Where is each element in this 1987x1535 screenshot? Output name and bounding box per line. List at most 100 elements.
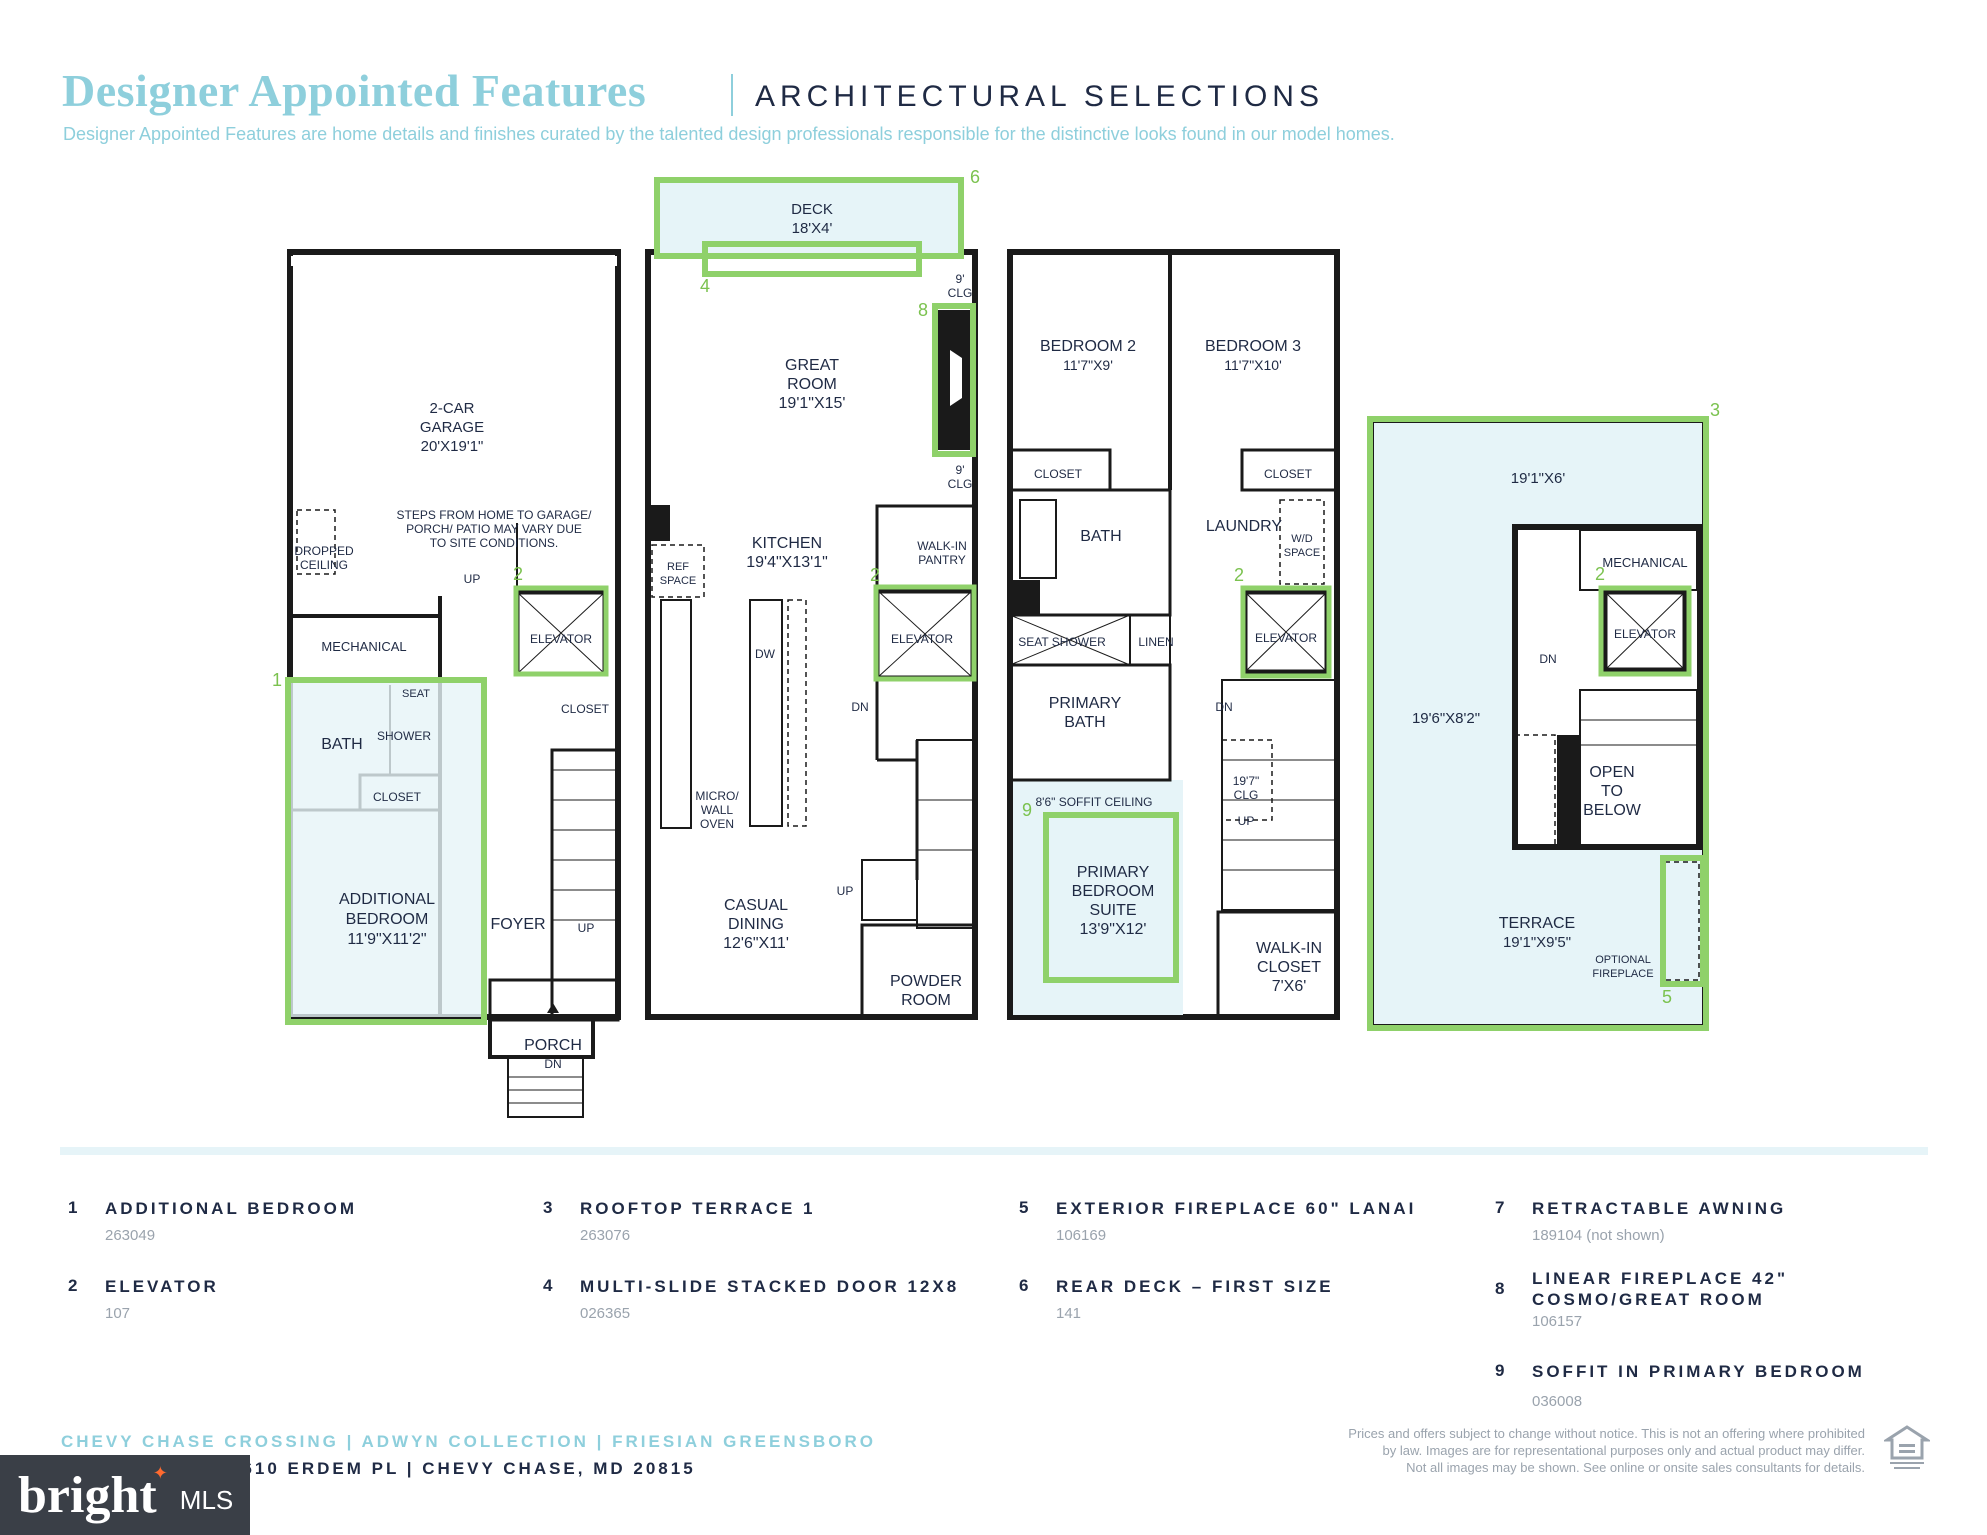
clg-l3-1: 19'7" — [1233, 774, 1260, 788]
legend-title: REAR DECK – FIRST SIZE — [1056, 1277, 1334, 1296]
soffit-label: 8'6" SOFFIT CEILING — [1035, 795, 1152, 809]
legend-title: ROOFTOP TERRACE 1 — [580, 1199, 816, 1218]
powder-2: ROOM — [901, 992, 951, 1009]
bedroom-dim: 11'9"X11'2" — [347, 931, 426, 948]
bedroom-label-2: BEDROOM — [346, 911, 429, 928]
closet-b-label: CLOSET — [1264, 467, 1313, 481]
elevator-l3-label: ELEVATOR — [1255, 631, 1317, 645]
clg-l3-2: CLG — [1234, 788, 1259, 802]
dropped-ceiling-1: DROPPED — [294, 544, 354, 558]
primary-bath-2: BATH — [1064, 714, 1105, 731]
disclaimer-line-2: by law. Images are for representational … — [1382, 1443, 1865, 1458]
garage-note-1: STEPS FROM HOME TO GARAGE/ — [397, 508, 593, 522]
porch-label: PORCH — [524, 1037, 582, 1054]
wd-2: SPACE — [1284, 547, 1320, 559]
laundry-label: LAUNDRY — [1206, 518, 1283, 535]
terrace-dim: 19'1"X9'5" — [1503, 934, 1571, 951]
legend-num: 4 — [543, 1276, 553, 1295]
elevator-label: ELEVATOR — [530, 632, 592, 646]
up-l3-label: UP — [1238, 814, 1255, 828]
great-room-dim: 19'1"X15' — [779, 395, 846, 412]
up-l2-label: UP — [837, 884, 854, 898]
garage-note-2: PORCH/ PATIO MAY VARY DUE — [406, 522, 582, 536]
equal-housing-icon — [1884, 1425, 1930, 1469]
walkin-dim: 7'X6' — [1272, 978, 1307, 995]
seat-shower-label: SEAT SHOWER — [1018, 635, 1106, 649]
ref-space-1: REF — [667, 561, 689, 573]
level-4-plan — [1367, 416, 1709, 1031]
pantry-2: PANTRY — [918, 553, 966, 567]
legend-num: 1 — [68, 1198, 78, 1217]
garage-label-2: GARAGE — [420, 419, 484, 436]
legend-title: ELEVATOR — [105, 1277, 219, 1296]
marker-4: 4 — [700, 276, 710, 296]
kitchen-dim: 19'4"X13'1" — [746, 554, 828, 571]
plan-labels: 2-CAR GARAGE 20'X19'1" STEPS FROM HOME T… — [294, 201, 1687, 1071]
deck-label: DECK — [791, 201, 833, 218]
dw-label: DW — [755, 647, 776, 661]
bright-mls-logo: bright ✦ MLS — [0, 1455, 250, 1535]
ref-space-2: SPACE — [660, 575, 696, 587]
up-label: UP — [464, 572, 481, 586]
optional-fp-1: OPTIONAL — [1595, 954, 1651, 966]
bedroom2-label: BEDROOM 2 — [1040, 338, 1136, 355]
legend-code: 107 — [105, 1305, 131, 1322]
l4-dim-top: 19'1"X6' — [1511, 470, 1566, 487]
disclaimer-line-3: Not all images may be shown. See online … — [1406, 1460, 1865, 1475]
marker-2-l3: 2 — [1234, 565, 1244, 585]
bath-closet-label: CLOSET — [373, 790, 422, 804]
marker-6: 6 — [970, 167, 980, 187]
legend-code: 106157 — [1532, 1313, 1583, 1330]
star-icon: ✦ — [152, 1462, 168, 1483]
l4-dn: DN — [1539, 652, 1556, 666]
address-line: 3610 ERDEM PL | CHEVY CHASE, MD 20815 — [230, 1459, 696, 1478]
micro-2: WALL — [701, 803, 734, 817]
legend-code: 263049 — [105, 1227, 156, 1244]
micro-3: OVEN — [700, 817, 734, 831]
community-line: CHEVY CHASE CROSSING | ADWYN COLLECTION … — [61, 1432, 876, 1451]
legend-title-line-2: COSMO/GREAT ROOM — [1532, 1290, 1765, 1309]
bedroom2-dim: 11'7"X9' — [1063, 357, 1113, 373]
open-below-1: OPEN — [1589, 764, 1634, 781]
wd-1: W/D — [1291, 533, 1312, 545]
great-room-1: GREAT — [785, 357, 839, 374]
legend-code: 141 — [1056, 1305, 1082, 1322]
dn-l2-label: DN — [851, 700, 868, 714]
legend-num: 9 — [1495, 1361, 1505, 1380]
closet-label: CLOSET — [561, 702, 610, 716]
page-title: Designer Appointed Features — [62, 65, 647, 116]
bedroom-label-1: ADDITIONAL — [339, 891, 435, 908]
pantry-1: WALK-IN — [917, 539, 967, 553]
dining-2: DINING — [728, 916, 784, 933]
legend-code: 263076 — [580, 1227, 631, 1244]
legend-title: ADDITIONAL BEDROOM — [105, 1199, 358, 1218]
legend-num: 6 — [1019, 1276, 1029, 1295]
level-3-plan — [1007, 249, 1340, 1020]
seat-label: SEAT — [402, 688, 430, 700]
elevator-l2-label: ELEVATOR — [891, 632, 953, 646]
l4-mechanical: MECHANICAL — [1602, 555, 1687, 570]
marker-8: 8 — [918, 300, 928, 320]
optional-fp-2: FIREPLACE — [1592, 968, 1653, 980]
level-2-plan — [645, 177, 978, 1020]
clg-top-2: CLG — [948, 286, 973, 300]
legend-title: RETRACTABLE AWNING — [1532, 1199, 1787, 1218]
bedroom3-dim: 11'7"X10' — [1224, 357, 1282, 373]
walkin-2: CLOSET — [1257, 959, 1321, 976]
shower-label: SHOWER — [377, 729, 431, 743]
l4-dim-side: 19'6"X8'2" — [1412, 710, 1480, 727]
suite-1: PRIMARY — [1077, 864, 1150, 881]
page-description: Designer Appointed Features are home det… — [63, 124, 1395, 144]
legend-title-line-1: LINEAR FIREPLACE 42" — [1532, 1269, 1789, 1288]
l4-elevator: ELEVATOR — [1614, 627, 1676, 641]
page-subtitle: ARCHITECTURAL SELECTIONS — [755, 80, 1324, 113]
garage-note-3: TO SITE CONDITIONS. — [430, 536, 558, 550]
legend-num: 7 — [1495, 1198, 1505, 1217]
clg-mid-2: CLG — [948, 477, 973, 491]
primary-bath-1: PRIMARY — [1049, 695, 1122, 712]
mechanical-label: MECHANICAL — [321, 639, 406, 654]
legend-title: SOFFIT IN PRIMARY BEDROOM — [1532, 1362, 1865, 1381]
marker-2-l2: 2 — [870, 565, 880, 585]
porch-dn-label: DN — [544, 1057, 561, 1071]
legend-num: 5 — [1019, 1198, 1029, 1217]
